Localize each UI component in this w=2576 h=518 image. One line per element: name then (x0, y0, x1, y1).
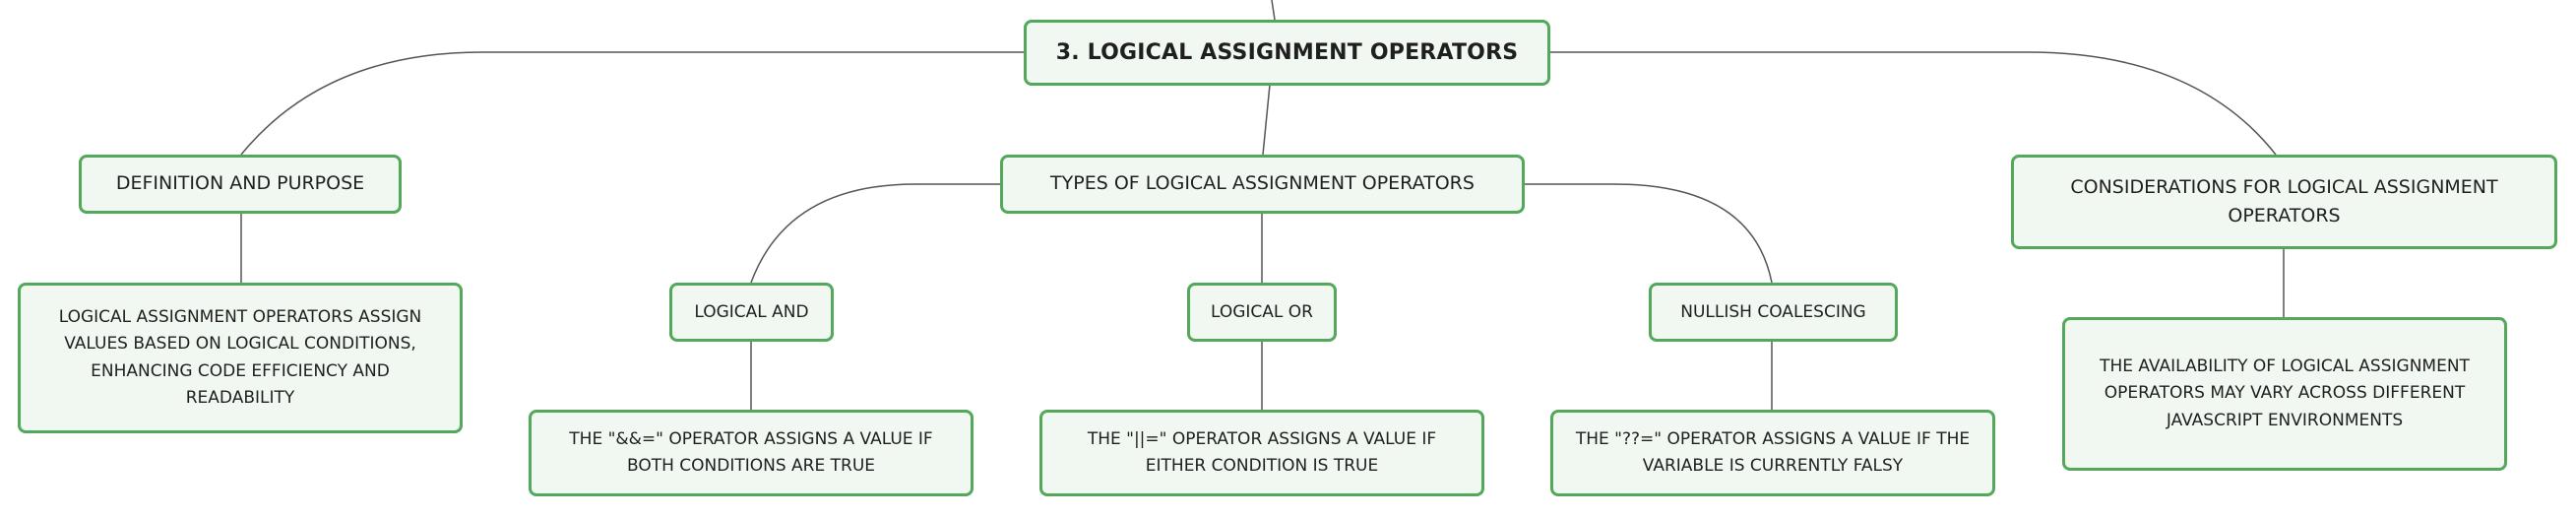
connector-root-types (1262, 84, 1271, 156)
connector-root-definition (240, 51, 1024, 156)
root-topic[interactable]: 3. LOGICAL ASSIGNMENT OPERATORS (1024, 20, 1550, 86)
subtopic-nullish-coalescing[interactable]: NULLISH COALESCING (1649, 283, 1898, 342)
connector-types-and (750, 183, 1000, 284)
topic-definition-and-purpose[interactable]: DEFINITION AND PURPOSE (79, 155, 402, 214)
detail-logical-or[interactable]: THE "||=" OPERATOR ASSIGNS A VALUE IF EI… (1039, 410, 1484, 496)
detail-considerations[interactable]: THE AVAILABILITY OF LOGICAL ASSIGNMENT O… (2062, 317, 2507, 471)
connector-root-considerations (1550, 51, 2277, 156)
detail-definition[interactable]: LOGICAL ASSIGNMENT OPERATORS ASSIGN VALU… (18, 283, 463, 433)
subtopic-logical-and[interactable]: LOGICAL AND (669, 283, 834, 342)
topic-considerations[interactable]: CONSIDERATIONS FOR LOGICAL ASSIGNMENT OP… (2011, 155, 2557, 249)
connector-types-nullish (1525, 183, 1773, 284)
connector-root-parent (1271, 0, 1276, 21)
topic-types-of-operators[interactable]: TYPES OF LOGICAL ASSIGNMENT OPERATORS (1000, 155, 1525, 214)
detail-logical-and[interactable]: THE "&&=" OPERATOR ASSIGNS A VALUE IF BO… (529, 410, 974, 496)
detail-nullish-coalescing[interactable]: THE "??=" OPERATOR ASSIGNS A VALUE IF TH… (1550, 410, 1995, 496)
subtopic-logical-or[interactable]: LOGICAL OR (1187, 283, 1337, 342)
